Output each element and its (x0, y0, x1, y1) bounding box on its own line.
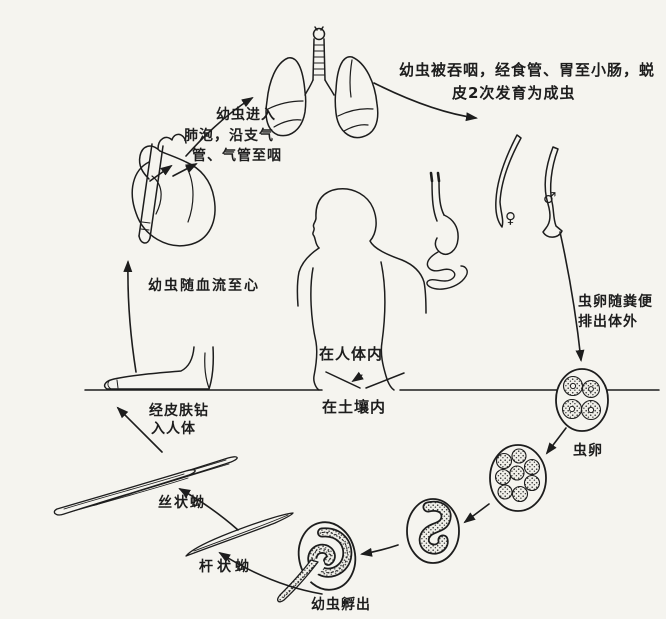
stomach-intestine-icon (426, 171, 468, 290)
heart-icon (131, 133, 216, 247)
flow-arrows (116, 82, 585, 595)
label-enter-lungs-line1: 幼虫进入 (216, 107, 276, 123)
male-symbol: ♂ (543, 189, 557, 207)
label-eggs-out-line1: 虫卵随粪便 (578, 294, 653, 310)
rhabditiform-larva-icon (185, 512, 294, 557)
label-skin-line2: 入人体 (151, 421, 196, 437)
female-symbol: ♀ (505, 209, 516, 227)
egg-embryo-icon (406, 498, 460, 564)
label-blood-to-heart: 幼虫随血流至心 (148, 278, 260, 294)
filariform-larva-icon (53, 456, 238, 516)
egg-multicell-icon (489, 444, 547, 512)
label-in-soil: 在土壤内 (322, 398, 387, 416)
label-rhabditiform: 杆状蚴 (199, 559, 253, 575)
human-torso-icon (296, 188, 427, 391)
adult-worms-icon (495, 134, 563, 238)
label-filariform: 丝状蚴 (158, 495, 206, 511)
lungs-icon (265, 26, 379, 139)
label-enter-lungs-line3: 管、气管至咽 (192, 148, 282, 164)
label-swallowed-line1: 幼虫被吞咽，经食管、胃至小肠，蜕 (399, 61, 656, 79)
label-in-human-body: 在人体内 (319, 345, 384, 363)
label-eggs-out-line2: 排出体外 (578, 314, 638, 330)
label-hatch: 幼虫孵出 (311, 597, 371, 613)
label-egg: 虫卵 (573, 443, 603, 459)
label-enter-lungs-line2: 肺泡，沿支气 (184, 128, 274, 144)
foot-icon (103, 346, 214, 390)
label-swallowed-line2: 皮2次发育为成虫 (452, 84, 576, 102)
egg-4cell-icon (555, 368, 609, 432)
label-skin-line1: 经皮肤钻 (149, 403, 209, 419)
egg-hatching-icon (276, 521, 357, 607)
